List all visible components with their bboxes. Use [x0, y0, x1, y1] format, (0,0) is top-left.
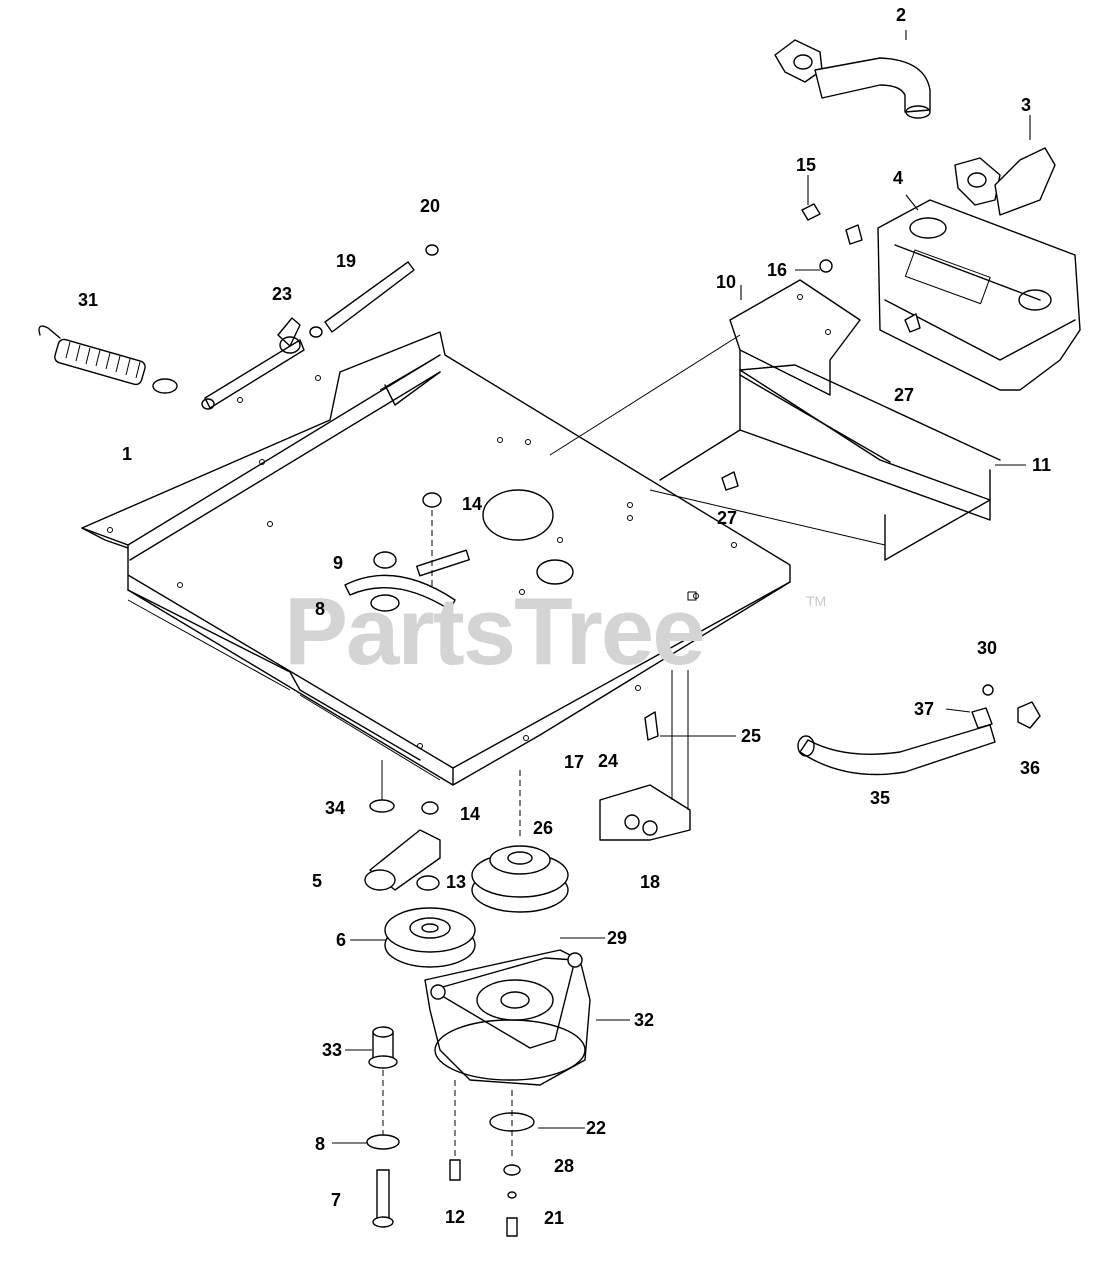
- callout-26: 26: [533, 818, 554, 838]
- callout-34: 34: [325, 798, 346, 818]
- callout-29: 29: [607, 928, 628, 948]
- callout-18: 18: [640, 872, 661, 892]
- pivot-rod-assembly: [201, 244, 439, 410]
- muffler: [877, 199, 1081, 391]
- callout-31: 31: [78, 290, 99, 310]
- bolts-upper: [721, 203, 921, 491]
- hose-assembly: [797, 684, 1041, 776]
- callout-28: 28: [554, 1156, 575, 1176]
- callout-11: 11: [1032, 455, 1052, 475]
- callout-12: 12: [445, 1207, 466, 1227]
- callout-2: 2: [896, 5, 907, 25]
- callout-33: 33: [322, 1040, 343, 1060]
- upper-bushings: [373, 492, 442, 590]
- callout-4: 4: [893, 168, 904, 188]
- bushing-washer-bolt: [366, 1026, 400, 1228]
- callout-8-lower: 8: [315, 1134, 326, 1154]
- frame-plate: [81, 331, 791, 786]
- callout-8-upper: 8: [315, 599, 326, 619]
- callout-20: 20: [420, 196, 441, 216]
- watermark-brand: PartsTree: [284, 578, 706, 685]
- lower-bracket: [599, 670, 691, 841]
- callout-10: 10: [716, 272, 737, 292]
- callout-5: 5: [312, 871, 323, 891]
- callout-35: 35: [870, 788, 891, 808]
- leader-lines: [332, 30, 1031, 1144]
- callout-32: 32: [634, 1010, 655, 1030]
- callout-16: 16: [767, 260, 788, 280]
- callout-17: 17: [564, 752, 585, 772]
- muffler-bracket-and-shield: [549, 279, 1001, 561]
- callout-15: 15: [796, 155, 817, 175]
- lower-fasteners: [449, 1080, 535, 1237]
- callout-7: 7: [331, 1190, 342, 1210]
- callout-36: 36: [1020, 758, 1041, 778]
- callout-6: 6: [336, 930, 347, 950]
- callout-25: 25: [741, 726, 762, 746]
- callout-14-upper: 14: [462, 494, 483, 514]
- callout-14-lower: 14: [460, 804, 481, 824]
- callout-3: 3: [1021, 95, 1032, 115]
- callout-13: 13: [446, 872, 467, 892]
- callout-21: 21: [544, 1208, 565, 1228]
- callout-30: 30: [977, 638, 998, 658]
- extension-spring: [38, 325, 178, 394]
- pulley-26: [471, 770, 569, 913]
- idler-arm: [364, 760, 441, 891]
- callout-22: 22: [586, 1118, 607, 1138]
- callout-1: 1: [122, 444, 133, 464]
- callout-23: 23: [272, 284, 293, 304]
- callout-27-lower: 27: [717, 508, 738, 528]
- electric-clutch-32: [424, 949, 591, 1086]
- callout-24: 24: [598, 751, 619, 771]
- callout-19: 19: [336, 251, 357, 271]
- watermark-trademark: TM: [806, 593, 827, 609]
- exhaust-pipes: [774, 39, 1056, 216]
- callout-9: 9: [333, 553, 344, 573]
- callout-27-upper: 27: [894, 385, 915, 405]
- callout-37: 37: [914, 699, 935, 719]
- idler-pulley-6: [384, 907, 476, 968]
